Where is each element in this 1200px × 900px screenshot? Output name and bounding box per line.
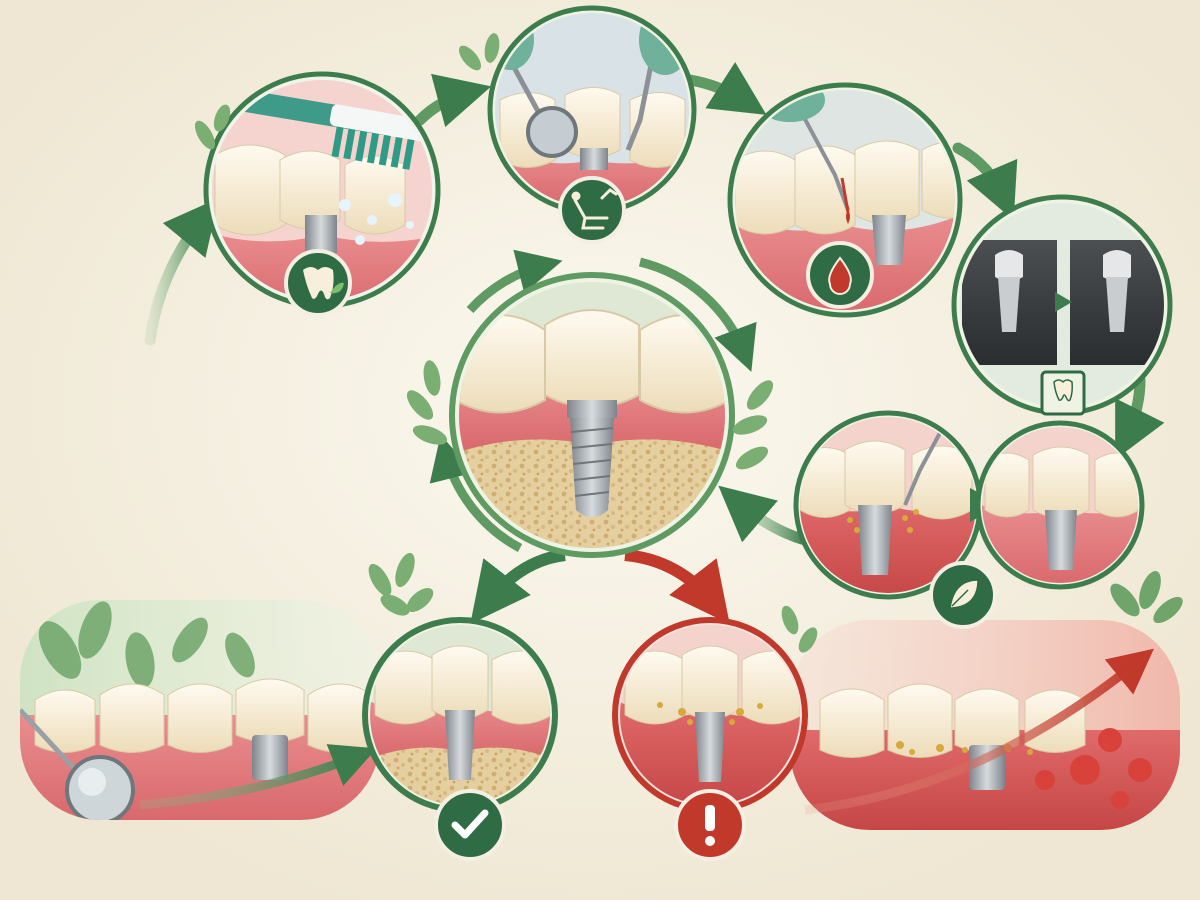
arrow-to-disease-outcome xyxy=(624,549,730,624)
disease-band-leaves xyxy=(1110,570,1183,624)
dental-mirror-tool xyxy=(507,58,578,158)
arrow-probe-to-xray xyxy=(952,142,1018,221)
center-healthy-implant xyxy=(406,272,774,558)
disease-band xyxy=(790,570,1183,830)
improvement-arrow xyxy=(139,744,377,810)
healthy-outcome-leaves xyxy=(368,552,434,616)
center-ring-arrows xyxy=(429,249,757,552)
arrow-cleaning-to-center xyxy=(718,485,811,546)
outcome-peri-implantitis xyxy=(612,605,818,861)
stage-xray-monitoring xyxy=(951,194,1173,416)
periodontal-probe xyxy=(798,109,850,211)
arrow-to-healthy-outcome xyxy=(470,549,566,624)
stage-home-care xyxy=(194,71,441,317)
arrow-to-home-care xyxy=(144,197,219,346)
leaf-icon xyxy=(949,579,979,609)
dental-chair-icon xyxy=(571,188,618,230)
check-icon xyxy=(451,809,489,839)
bacteria-icons xyxy=(1035,728,1152,809)
stage-dental-checkup xyxy=(458,5,697,244)
stage-bleeding-probe xyxy=(727,82,963,318)
dental-mirror-icon xyxy=(20,708,135,820)
center-leaves xyxy=(406,360,774,470)
outcome-healthy xyxy=(362,552,558,861)
healthy-band-leaves xyxy=(38,601,255,688)
cycle-arrows xyxy=(144,62,1165,546)
healthy-band-teeth xyxy=(34,678,373,780)
arrow-checkup-to-probe xyxy=(684,62,767,115)
blood-drop-icon xyxy=(828,256,852,295)
arrow-home-to-checkup xyxy=(414,73,492,128)
exclamation-icon xyxy=(705,805,715,846)
healthy-band xyxy=(20,600,380,820)
checkup-badge xyxy=(558,176,626,244)
checkup-leaves xyxy=(458,33,500,71)
stage-professional-cleaning xyxy=(793,410,1145,629)
home-care-leaves xyxy=(194,104,231,150)
xray-tooth-icon xyxy=(1053,379,1073,402)
disease-outcome-leaves xyxy=(781,605,818,653)
foam-bubbles xyxy=(339,193,414,245)
center-implant-screw xyxy=(567,400,617,518)
arrow-xray-to-cleaning xyxy=(1115,374,1165,460)
worsening-arrow xyxy=(804,648,1154,815)
tooth-leaf-icon xyxy=(303,267,344,300)
